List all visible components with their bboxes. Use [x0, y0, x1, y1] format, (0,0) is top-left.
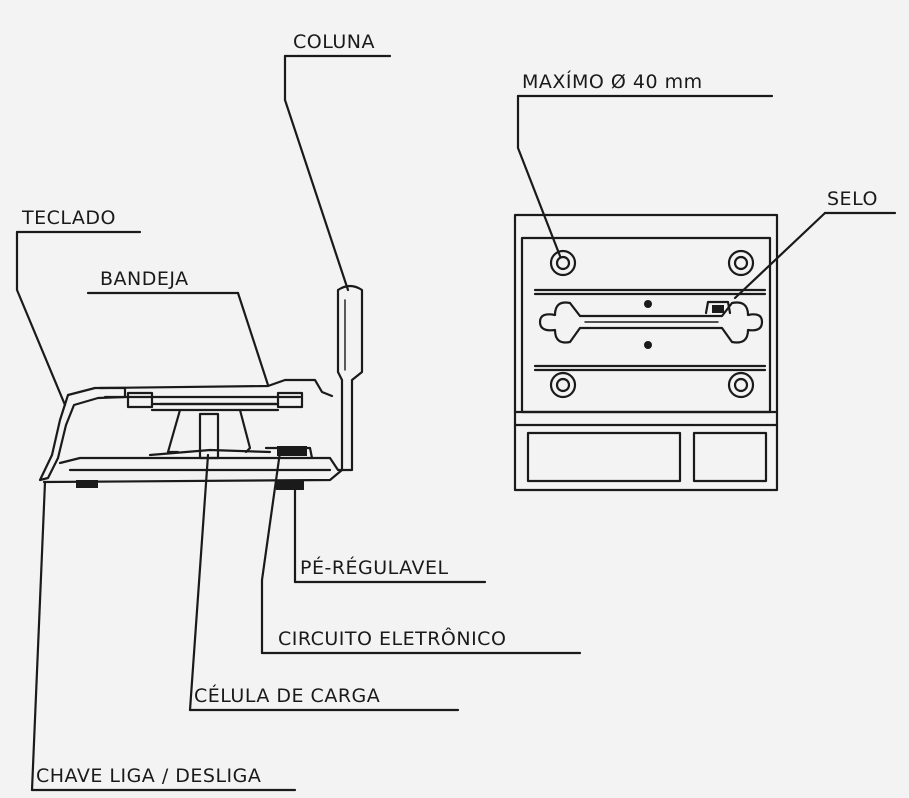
- label-maximo: MAXÍMO Ø 40 mm: [522, 71, 703, 93]
- label-selo: SELO: [827, 188, 878, 210]
- display-window-left: [526, 431, 682, 483]
- top-platter: [520, 236, 772, 414]
- top-outline: [513, 213, 779, 492]
- label-coluna: COLUNA: [293, 31, 375, 53]
- label-chave: CHAVE LIGA / DESLIGA: [36, 765, 262, 787]
- display-window-right: [692, 431, 768, 483]
- scale-side-view: [38, 284, 364, 490]
- label-celula: CÉLULA DE CARGA: [194, 685, 381, 707]
- rail-top: [533, 288, 767, 296]
- tray-shape: [98, 378, 334, 412]
- scale-top-view: [513, 213, 779, 492]
- label-teclado: TECLADO: [22, 207, 116, 229]
- base-body: [38, 386, 344, 484]
- label-bandeja: BANDEJA: [100, 268, 189, 290]
- rail-bottom: [533, 364, 767, 372]
- load-cell-support: [148, 408, 314, 460]
- column-shape: [336, 284, 364, 472]
- leader-lines: [15, 54, 897, 792]
- label-pe-regulavel: PÉ-RÉGULAVEL: [300, 557, 449, 579]
- bone-bar: [538, 301, 764, 344]
- top-divider: [513, 410, 779, 427]
- feet: [76, 480, 304, 490]
- seal-mark: [704, 300, 732, 315]
- screws: [549, 249, 755, 399]
- label-circuito: CIRCUITO ELETRÔNICO: [278, 628, 507, 650]
